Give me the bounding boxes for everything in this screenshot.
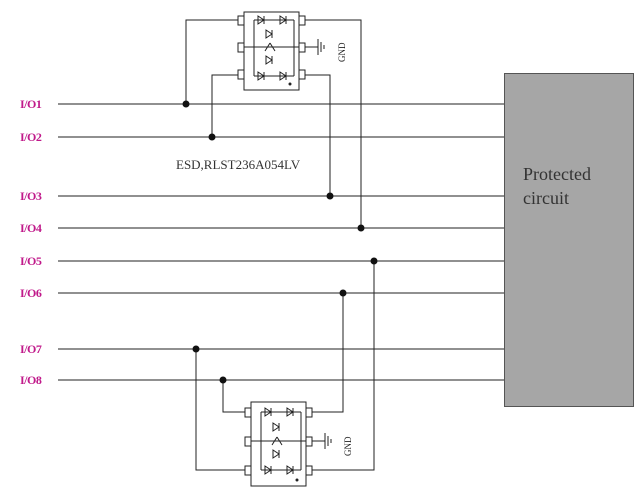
protected-circuit-box: Protected circuit bbox=[504, 73, 634, 407]
protected-circuit-line2: circuit bbox=[523, 188, 569, 208]
junction-io8 bbox=[219, 376, 227, 384]
junction-dots bbox=[182, 100, 378, 384]
gnd-label-bottom: GND bbox=[343, 436, 353, 457]
junction-io1 bbox=[182, 100, 190, 108]
junction-io2 bbox=[208, 133, 216, 141]
junction-io5 bbox=[370, 257, 378, 265]
esd-chip-top bbox=[237, 11, 325, 91]
junction-io7 bbox=[192, 345, 200, 353]
bottom-chip-connections bbox=[195, 261, 375, 471]
io5-label: I/O5 bbox=[20, 254, 42, 268]
io7-label: I/O7 bbox=[20, 342, 42, 356]
io6-label: I/O6 bbox=[20, 286, 42, 300]
io-wires bbox=[58, 103, 504, 381]
io3-label: I/O3 bbox=[20, 189, 42, 203]
esd-part-label: ESD,RLST236A054LV bbox=[176, 157, 301, 172]
io4-label: I/O4 bbox=[20, 221, 42, 235]
esd-chip-bottom bbox=[244, 401, 332, 487]
protected-circuit-label: Protected circuit bbox=[523, 162, 591, 210]
junction-io4 bbox=[357, 224, 365, 232]
io1-label: I/O1 bbox=[20, 97, 42, 111]
gnd-label-top: GND bbox=[337, 42, 347, 63]
io8-label: I/O8 bbox=[20, 373, 42, 387]
top-chip-connections bbox=[185, 19, 362, 228]
junction-io3 bbox=[326, 192, 334, 200]
junction-io6 bbox=[339, 289, 347, 297]
protected-circuit-line1: Protected bbox=[523, 164, 591, 184]
io2-label: I/O2 bbox=[20, 130, 42, 144]
